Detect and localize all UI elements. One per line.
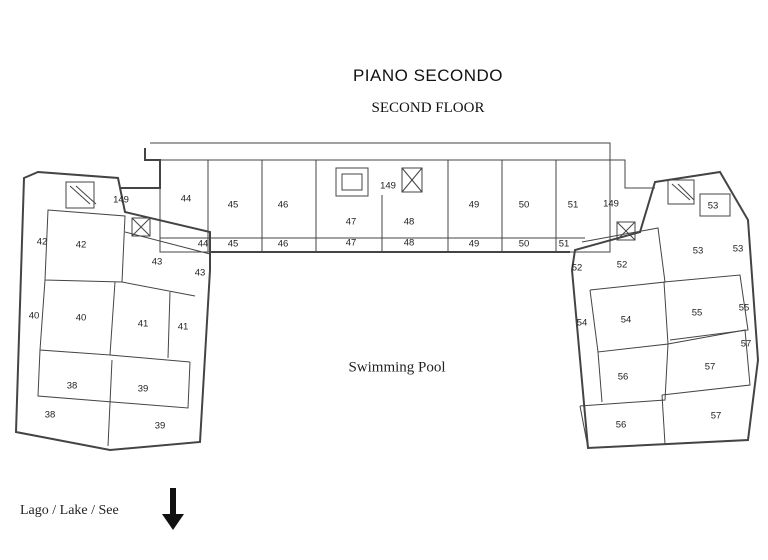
room-label: 44 [197, 238, 209, 250]
room-label: 39 [154, 420, 166, 432]
room-label: 52 [571, 262, 583, 274]
room-label: 55 [691, 307, 703, 319]
room-label: 42 [75, 239, 87, 251]
room-label: 56 [617, 371, 629, 383]
room-label: 46 [277, 199, 289, 211]
room-label: 43 [151, 256, 163, 268]
room-label: 48 [403, 216, 415, 228]
room-label: 149 [603, 198, 619, 210]
right-wing [570, 170, 760, 450]
plan-subtitle: SECOND FLOOR [371, 100, 485, 116]
room-label: 53 [732, 243, 744, 255]
room-label: 44 [180, 193, 192, 205]
room-label: 45 [227, 238, 239, 250]
room-label: 49 [468, 238, 480, 250]
left-wing [14, 170, 211, 452]
room-label: 149 [113, 194, 129, 206]
room-label: 53 [707, 200, 719, 212]
room-label: 47 [345, 216, 357, 228]
room-label: 51 [567, 199, 579, 211]
room-label: 149 [380, 180, 396, 192]
room-label: 57 [704, 361, 716, 373]
room-label: 54 [620, 314, 632, 326]
arrow-down-icon [162, 488, 184, 530]
central-wing [120, 142, 655, 253]
room-label: 38 [44, 409, 56, 421]
room-label: 50 [518, 238, 530, 250]
room-label: 49 [468, 199, 480, 211]
room-label: 40 [28, 310, 40, 322]
room-label: 52 [616, 259, 628, 271]
room-label: 51 [558, 238, 570, 250]
room-label: 55 [738, 302, 750, 314]
room-label: 39 [137, 383, 149, 395]
room-label: 43 [194, 267, 206, 279]
room-label: 38 [66, 380, 78, 392]
room-label: 46 [277, 238, 289, 250]
lake-direction-label: Lago / Lake / See [20, 503, 119, 518]
swimming-pool-label: Swimming Pool [348, 359, 446, 376]
room-label: 53 [692, 245, 704, 257]
plan-title: PIANO SECONDO [352, 66, 504, 85]
room-label: 42 [36, 236, 48, 248]
room-label: 40 [75, 312, 87, 324]
room-label: 57 [710, 410, 722, 422]
room-label: 56 [615, 419, 627, 431]
room-label: 54 [576, 317, 588, 329]
room-label: 41 [177, 321, 189, 333]
room-label: 41 [137, 318, 149, 330]
room-label: 50 [518, 199, 530, 211]
room-label: 47 [345, 237, 357, 249]
room-label: 45 [227, 199, 239, 211]
room-label: 48 [403, 237, 415, 249]
room-label: 57 [740, 338, 752, 350]
